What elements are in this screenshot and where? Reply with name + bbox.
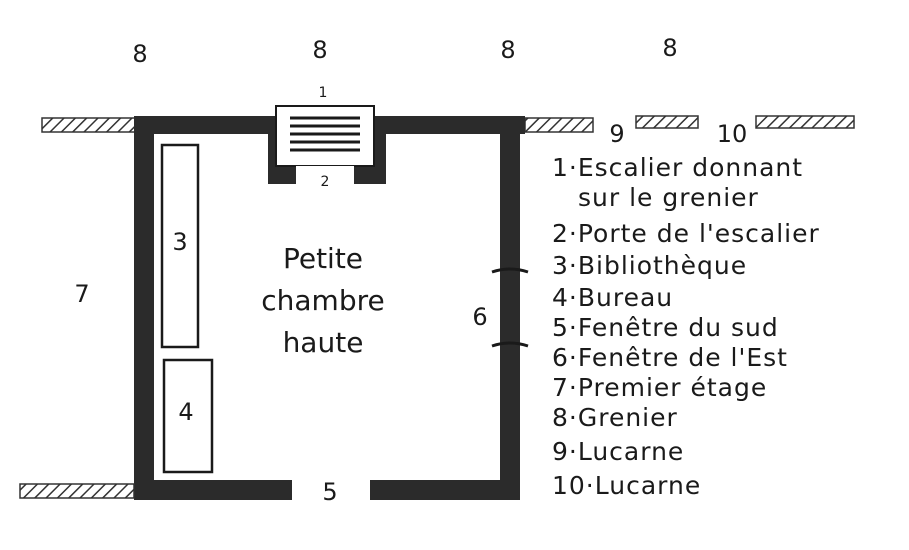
left-wall [134, 116, 154, 492]
desk-marker: 4 [178, 398, 193, 426]
legend-item-4: 4·Bureau [552, 283, 673, 312]
attic-marker-3: 8 [500, 36, 515, 64]
bookcase [160, 143, 200, 349]
stair-marker: 1 [319, 85, 328, 101]
legend-item-7: 7·Premier étage [552, 373, 767, 402]
bottom-wall-right [370, 480, 520, 500]
east-window [491, 267, 529, 348]
legend-item-10: 10·Lucarne [552, 471, 701, 500]
roof-hatch-far-right [755, 115, 855, 129]
desk [162, 358, 214, 474]
legend-item-2: 2·Porte de l'escalier [552, 219, 820, 248]
floor-hatch-left [19, 483, 135, 499]
room-label-line-3: haute [283, 326, 364, 359]
roof-hatch-right [524, 117, 594, 133]
legend-item-9: 9·Lucarne [552, 437, 684, 466]
south-window-marker: 5 [322, 478, 337, 506]
attic-marker-4: 8 [662, 34, 677, 62]
attic-marker-2: 8 [312, 36, 327, 64]
dormer-marker-9: 9 [609, 120, 624, 148]
attic-marker-1: 8 [132, 40, 147, 68]
room-label-line-2: chambre [261, 284, 384, 317]
roof-hatch-dormer [635, 115, 699, 129]
legend-item-1: 1·Escalier donnant [552, 153, 803, 182]
stair-door-gap [296, 166, 354, 184]
east-window-marker: 6 [472, 303, 487, 331]
legend: 1·Escalier donnant sur le grenier 2·Port… [552, 153, 820, 500]
first-floor-marker: 7 [74, 280, 89, 308]
dormer-marker-10: 10 [717, 120, 748, 148]
legend-item-5: 5·Fenêtre du sud [552, 313, 779, 342]
legend-item-3: 3·Bibliothèque [552, 251, 747, 280]
roof-hatch-left [41, 117, 138, 133]
stair-steps [290, 116, 360, 152]
legend-item-6: 6·Fenêtre de l'Est [552, 343, 788, 372]
bottom-wall-left [134, 480, 292, 500]
staircase [275, 105, 375, 167]
legend-item-8: 8·Grenier [552, 403, 678, 432]
bookcase-marker: 3 [172, 228, 187, 256]
room-label-line-1: Petite [283, 242, 363, 275]
stair-door-marker: 2 [321, 174, 330, 190]
legend-item-1-cont: sur le grenier [578, 183, 759, 212]
right-wall [500, 116, 520, 500]
